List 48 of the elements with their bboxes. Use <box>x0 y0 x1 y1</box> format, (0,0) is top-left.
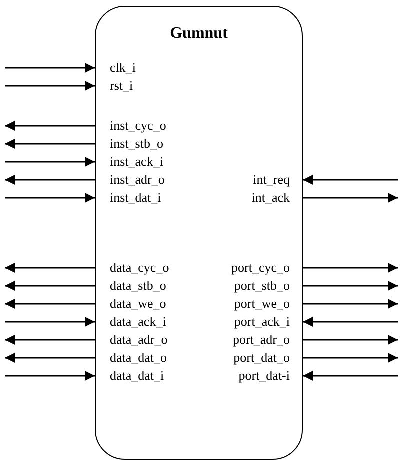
signal-name: data_dat_i <box>110 369 164 383</box>
signal-name: int_ack <box>252 191 290 205</box>
arrow <box>5 299 95 309</box>
signal-name: inst_ack_i <box>110 155 164 169</box>
signal-name: inst_adr_o <box>110 173 165 187</box>
signal-name: inst_cyc_o <box>110 119 166 133</box>
signal-name: port_ack_i <box>234 315 290 329</box>
arrow <box>303 335 398 345</box>
signal-name: port_cyc_o <box>232 261 290 275</box>
signal-name: data_we_o <box>110 297 166 311</box>
arrow <box>5 81 95 91</box>
arrow <box>303 371 398 381</box>
processor-block <box>95 6 303 460</box>
arrow <box>303 193 398 203</box>
signal-name: clk_i <box>110 61 136 75</box>
signal-name: data_dat_o <box>110 351 168 365</box>
signal-name: port_we_o <box>234 297 290 311</box>
signal-name: inst_stb_o <box>110 137 164 151</box>
signal-name: port_dat-i <box>238 369 290 383</box>
arrow <box>303 317 398 327</box>
arrow <box>303 263 398 273</box>
arrow <box>303 281 398 291</box>
signal-name: port_dat_o <box>234 351 290 365</box>
signal-name: data_adr_o <box>110 333 168 347</box>
signal-name: inst_dat_i <box>110 191 162 205</box>
arrow <box>303 175 398 185</box>
arrow <box>5 281 95 291</box>
arrow <box>5 139 95 149</box>
arrow <box>5 371 95 381</box>
arrow <box>303 353 398 363</box>
signal-name: port_adr_o <box>232 333 290 347</box>
signal-name: port_stb_o <box>234 279 290 293</box>
arrow <box>5 121 95 131</box>
arrow <box>5 353 95 363</box>
arrow <box>5 317 95 327</box>
arrow <box>5 263 95 273</box>
signal-name: data_ack_i <box>110 315 166 329</box>
arrow <box>5 175 95 185</box>
arrow <box>5 157 95 167</box>
arrow <box>5 63 95 73</box>
signal-name: int_req <box>253 173 290 187</box>
arrow <box>5 335 95 345</box>
signal-name: rst_i <box>110 79 134 93</box>
signal-name: data_stb_o <box>110 279 166 293</box>
arrow <box>303 299 398 309</box>
signal-name: data_cyc_o <box>110 261 170 275</box>
arrow <box>5 193 95 203</box>
block-title: Gumnut <box>169 25 229 43</box>
